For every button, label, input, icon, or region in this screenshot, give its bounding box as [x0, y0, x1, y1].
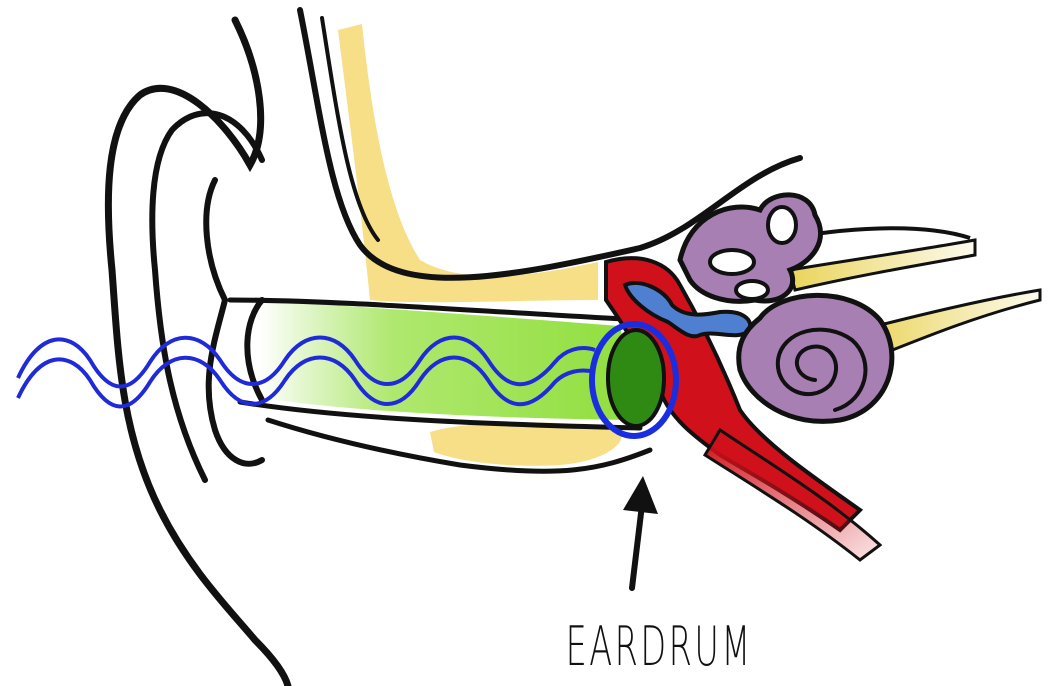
eardrum-label: EARDRUM: [566, 612, 715, 682]
eustachian-tube: [705, 430, 880, 560]
canal-loop-3: [736, 281, 768, 299]
canal-loop-1: [710, 250, 754, 274]
cochlea: [739, 295, 892, 421]
eardrum-membrane: [608, 330, 664, 426]
pinna-antihelix: [206, 180, 262, 464]
pinna-helix-inner: [152, 113, 262, 480]
canal-loop-2: [768, 207, 796, 243]
arrow-head: [623, 476, 658, 514]
arrow-up-icon: [632, 505, 642, 588]
